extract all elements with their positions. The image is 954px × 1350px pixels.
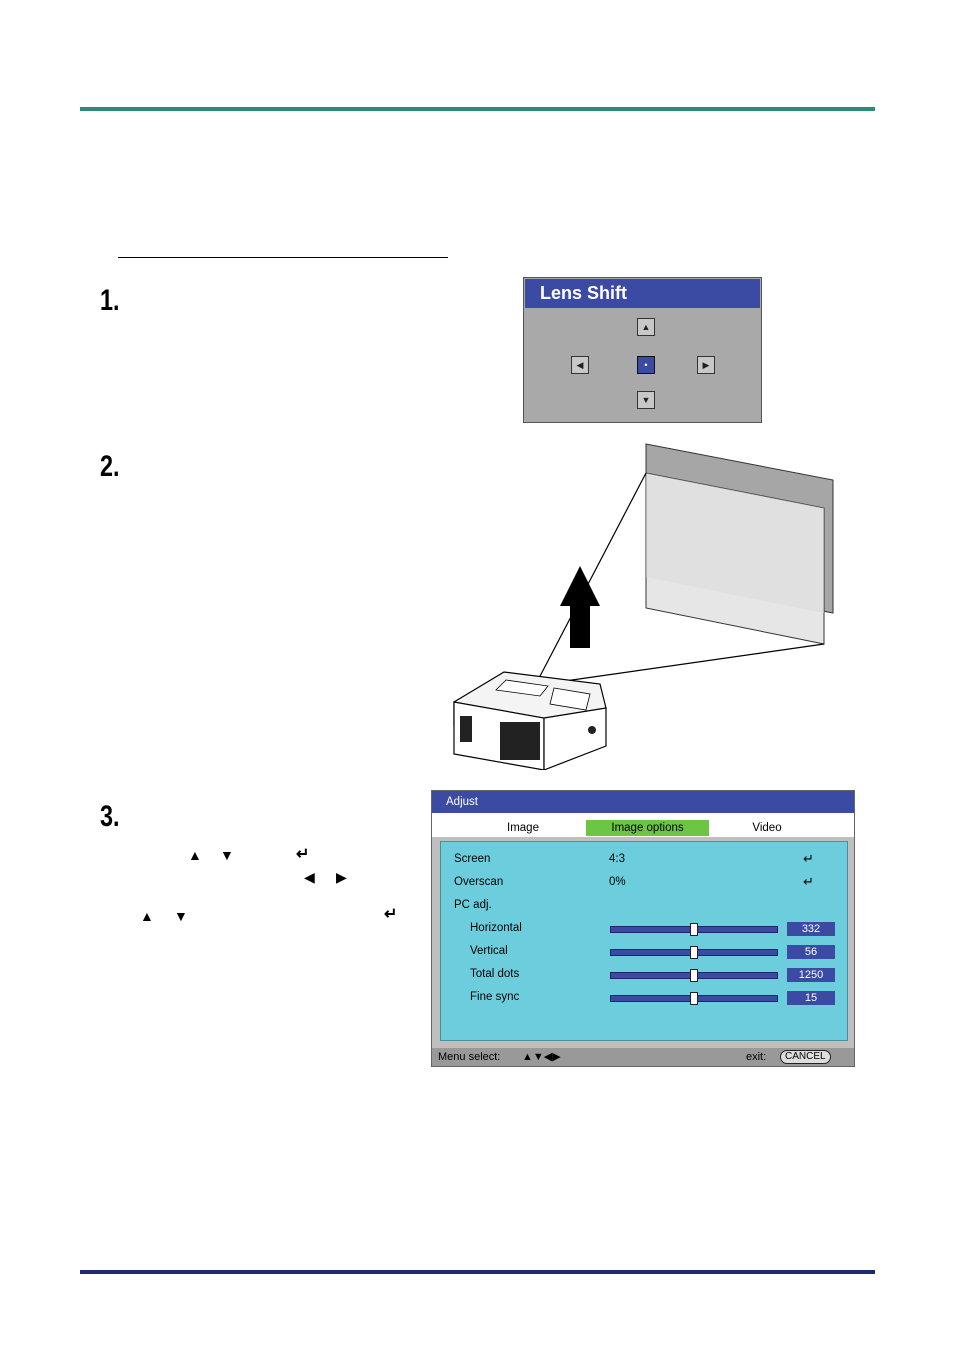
- header-rule: [80, 107, 875, 111]
- value-badge-total-dots: 1250: [787, 968, 835, 982]
- row-label-screen[interactable]: Screen: [454, 853, 491, 865]
- adjust-menu-tabs: Image Image options Video: [432, 813, 854, 837]
- down-arrow-glyph: ▼: [220, 847, 234, 863]
- enter-glyph: ↵: [296, 846, 310, 863]
- enter-glyph-2: ↵: [384, 906, 398, 923]
- cancel-button[interactable]: CANCEL: [780, 1050, 831, 1064]
- enter-icon[interactable]: ↵: [803, 874, 814, 889]
- slider-knob-vertical[interactable]: [690, 946, 698, 959]
- adjust-menu-body: Screen 4:3 ↵ Overscan 0% ↵ PC adj. Horiz…: [440, 841, 848, 1041]
- adjust-menu-footer: Menu select: ▲▼◀▶ exit: CANCEL: [432, 1048, 854, 1066]
- slider-label-total-dots[interactable]: Total dots: [470, 968, 520, 980]
- section-underline: [118, 257, 448, 258]
- lens-shift-center-button[interactable]: •: [637, 356, 655, 374]
- tab-image-options[interactable]: Image options: [586, 820, 709, 836]
- up-arrow-glyph: ▲: [188, 847, 202, 863]
- tab-image[interactable]: Image: [507, 822, 539, 834]
- slider-knob-total-dots[interactable]: [690, 969, 698, 982]
- footer-menu-select-label: Menu select:: [438, 1051, 501, 1063]
- footer-nav-arrows-icon: ▲▼◀▶: [522, 1051, 561, 1063]
- right-arrow-glyph: ▶: [336, 869, 347, 885]
- step-number-2: 2.: [100, 450, 120, 483]
- down-arrow-glyph-2: ▼: [174, 908, 188, 924]
- footer-exit-label: exit:: [746, 1051, 767, 1063]
- adjust-menu-title: Adjust: [432, 791, 854, 813]
- left-arrow-glyph: ◀: [304, 869, 315, 885]
- slider-knob-fine-sync[interactable]: [690, 992, 698, 1005]
- up-arrow-glyph-2: ▲: [140, 908, 154, 924]
- lens-shift-illustration: [453, 443, 834, 770]
- step-number-1: 1.: [100, 284, 120, 317]
- adjust-menu: Adjust Image Image options Video Screen …: [431, 790, 855, 1067]
- triangle-down-icon: ▼: [641, 395, 651, 405]
- value-badge-fine-sync: 15: [787, 991, 835, 1005]
- tab-video[interactable]: Video: [752, 822, 782, 834]
- lens-shift-up-button[interactable]: ▲: [637, 318, 655, 336]
- slider-knob-horizontal[interactable]: [690, 923, 698, 936]
- row-value-screen: 4:3: [609, 853, 625, 865]
- step-number-3: 3.: [100, 800, 120, 833]
- lens-shift-right-button[interactable]: ▶: [697, 356, 715, 374]
- slider-label-fine-sync[interactable]: Fine sync: [470, 991, 520, 1003]
- slider-label-vertical[interactable]: Vertical: [470, 945, 508, 957]
- triangle-up-icon: ▲: [641, 322, 651, 332]
- lens-shift-title: Lens Shift: [525, 279, 760, 308]
- triangle-right-icon: ▶: [702, 360, 710, 370]
- arrow-up-icon: [560, 566, 600, 648]
- row-label-pc-adj: PC adj.: [454, 899, 492, 911]
- row-value-overscan: 0%: [609, 876, 626, 888]
- row-label-overscan[interactable]: Overscan: [454, 876, 504, 888]
- lens-shift-panel: Lens Shift ▲ ◀ • ▶ ▼: [523, 277, 762, 423]
- slider-label-horizontal[interactable]: Horizontal: [470, 922, 522, 934]
- triangle-left-icon: ◀: [576, 360, 584, 370]
- dot-icon: •: [644, 360, 648, 370]
- value-badge-vertical: 56: [787, 945, 835, 959]
- value-badge-horizontal: 332: [787, 922, 835, 936]
- lens-shift-down-button[interactable]: ▼: [637, 391, 655, 409]
- lens-shift-left-button[interactable]: ◀: [571, 356, 589, 374]
- projector-icon: [453, 671, 607, 770]
- footer-rule: [80, 1270, 875, 1274]
- enter-icon[interactable]: ↵: [803, 851, 814, 866]
